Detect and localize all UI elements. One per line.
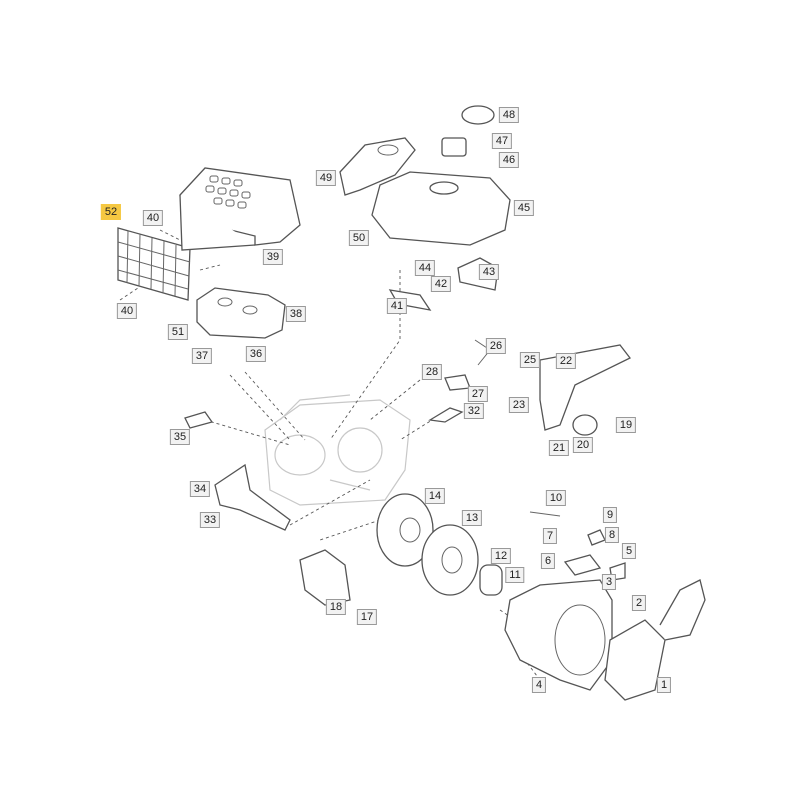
part-label-25[interactable]: 25	[519, 352, 541, 368]
part-label-20[interactable]: 20	[572, 437, 594, 453]
sensor-part-35	[184, 411, 214, 429]
lever-part-32	[428, 407, 464, 423]
part-label-40[interactable]: 40	[142, 210, 164, 226]
part-label-17[interactable]: 17	[356, 609, 378, 625]
flywheel-part-14	[376, 493, 434, 567]
engine-block-outline	[264, 394, 411, 506]
part-label-2[interactable]: 2	[631, 595, 647, 611]
part-label-27[interactable]: 27	[467, 386, 489, 402]
part-label-23[interactable]: 23	[508, 397, 530, 413]
part-label-6[interactable]: 6	[540, 553, 556, 569]
part-label-4[interactable]: 4	[531, 677, 547, 693]
part-label-12[interactable]: 12	[490, 548, 512, 564]
part-label-26[interactable]: 26	[485, 338, 507, 354]
throttle-part-6	[563, 554, 602, 576]
bracket-part-34	[214, 463, 291, 531]
part-28	[444, 374, 471, 391]
part-label-44[interactable]: 44	[414, 260, 436, 276]
part-label-47[interactable]: 47	[491, 133, 513, 149]
part-label-3[interactable]: 3	[601, 574, 617, 590]
fuel-filter-part-47	[441, 137, 467, 157]
part-label-32[interactable]: 32	[463, 403, 485, 419]
wire-part-10	[529, 511, 561, 517]
part-label-8[interactable]: 8	[604, 527, 620, 543]
grille-part-52	[117, 227, 191, 301]
part-label-41[interactable]: 41	[386, 298, 408, 314]
part-label-22[interactable]: 22	[555, 353, 577, 369]
cup-part-12	[479, 564, 503, 596]
part-label-21[interactable]: 21	[548, 440, 570, 456]
shroud-part-39	[179, 167, 301, 251]
part-label-39[interactable]: 39	[262, 249, 284, 265]
part-label-14[interactable]: 14	[424, 488, 446, 504]
fuel-cap-part-48	[461, 105, 495, 125]
heat-shield-part-49	[339, 137, 416, 196]
part-label-1[interactable]: 1	[656, 677, 672, 693]
fan-part-13	[421, 524, 479, 596]
part-label-48[interactable]: 48	[498, 107, 520, 123]
part-label-36[interactable]: 36	[245, 346, 267, 362]
part-label-34[interactable]: 34	[189, 481, 211, 497]
part-8	[587, 529, 606, 546]
part-label-28[interactable]: 28	[421, 364, 443, 380]
part-label-38[interactable]: 38	[285, 306, 307, 322]
switch-part-20	[572, 414, 598, 436]
part-label-19[interactable]: 19	[615, 417, 637, 433]
part-label-11[interactable]: 11	[505, 567, 525, 583]
part-label-52[interactable]: 52	[100, 204, 122, 220]
part-label-40[interactable]: 40	[116, 303, 138, 319]
part-label-37[interactable]: 37	[191, 348, 213, 364]
fuel-tank-part-45	[371, 171, 511, 246]
part-label-13[interactable]: 13	[461, 510, 483, 526]
part-label-51[interactable]: 51	[167, 324, 189, 340]
part-label-33[interactable]: 33	[199, 512, 221, 528]
part-label-42[interactable]: 42	[430, 276, 452, 292]
part-label-9[interactable]: 9	[602, 507, 618, 523]
part-label-49[interactable]: 49	[315, 170, 337, 186]
part-label-5[interactable]: 5	[621, 543, 637, 559]
part-label-18[interactable]: 18	[325, 599, 347, 615]
ignition-coil-part-18	[299, 549, 351, 606]
recoil-starter-part-2	[604, 579, 706, 701]
part-label-35[interactable]: 35	[169, 429, 191, 445]
cover-part-38	[196, 287, 286, 339]
part-label-10[interactable]: 10	[545, 490, 567, 506]
blower-housing-part-3	[504, 579, 613, 691]
part-label-43[interactable]: 43	[478, 264, 500, 280]
part-label-46[interactable]: 46	[498, 152, 520, 168]
part-label-45[interactable]: 45	[513, 200, 535, 216]
part-label-7[interactable]: 7	[542, 528, 558, 544]
part-label-50[interactable]: 50	[348, 230, 370, 246]
